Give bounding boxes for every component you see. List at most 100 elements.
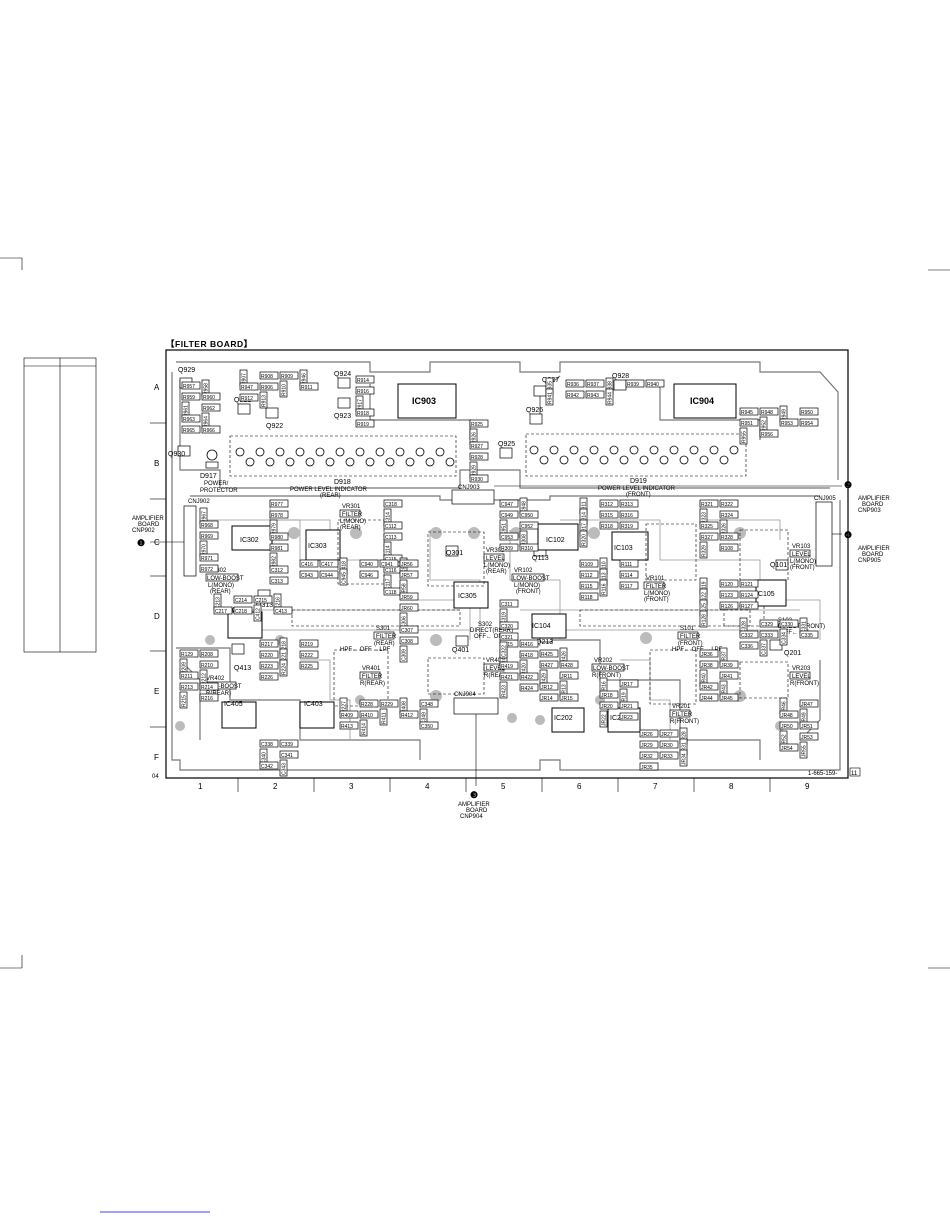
part-body	[319, 570, 339, 579]
svg-text:HPF← OFF →LPF: HPF← OFF →LPF	[340, 647, 391, 653]
part-label: JR55	[802, 745, 808, 757]
part-body	[199, 693, 219, 702]
svg-text:(FRONT): (FRONT)	[790, 565, 815, 571]
cnj902-label: CNJ902	[188, 499, 210, 505]
part-body	[565, 390, 585, 399]
led	[325, 457, 335, 467]
led	[639, 455, 649, 465]
q101-label: Q101	[770, 562, 787, 569]
part-label: C306	[402, 616, 408, 628]
part-label: R428	[561, 663, 573, 669]
part-body	[499, 661, 519, 670]
part-label: R220	[261, 653, 273, 659]
part-label: JR48	[781, 713, 793, 719]
part-label: R215	[182, 695, 188, 707]
svg-text:L(MONO): L(MONO)	[340, 519, 366, 525]
q301-label: Q301	[446, 550, 463, 557]
row-label: C	[154, 538, 160, 547]
legend-table	[23, 357, 97, 653]
part-body	[739, 630, 759, 639]
part-label: C950	[521, 513, 533, 519]
part-label: R120	[721, 582, 733, 588]
part-body	[779, 743, 799, 752]
ic103-label: IC103	[614, 545, 633, 552]
part-label: R420	[522, 663, 528, 675]
part-label: R108	[721, 546, 733, 552]
svg-text:VR203: VR203	[792, 666, 811, 672]
part-label: R223	[261, 664, 273, 670]
part-body	[605, 388, 614, 406]
part-body	[253, 595, 273, 604]
part-label: R936	[567, 382, 579, 388]
svg-text:OFF← ON: OFF← ON	[780, 630, 809, 636]
part-body	[239, 382, 259, 391]
led	[265, 457, 275, 467]
part-label: R312	[601, 502, 613, 508]
part-label: R320	[582, 534, 588, 546]
part-label: JR37	[722, 651, 728, 663]
callout-cnp903: ❷ AMPLIFIER BOARD CNP903	[494, 480, 890, 514]
led-row-front	[525, 433, 747, 477]
part-label: C307	[401, 628, 413, 634]
part-body	[579, 581, 599, 590]
part-body	[399, 710, 419, 719]
part-label: JR59	[401, 595, 413, 601]
part-label: R950	[801, 410, 813, 416]
part-body	[739, 418, 759, 427]
row-labels: A B C D E F	[150, 383, 166, 762]
part-label: JR19	[622, 692, 628, 704]
part-body	[699, 660, 719, 669]
part-body	[279, 659, 288, 677]
part-label: C338	[261, 742, 273, 748]
part-label: R425	[541, 652, 553, 658]
led	[619, 455, 629, 465]
part-label: C336	[741, 644, 753, 650]
part-body	[619, 521, 639, 530]
part-label: R410	[361, 713, 373, 719]
col-label: 2	[273, 782, 278, 791]
part-label: C309	[402, 649, 408, 661]
part-label: C118	[385, 590, 397, 596]
part-label: R225	[301, 664, 313, 670]
svg-text:AMPLIFIER: AMPLIFIER	[132, 516, 164, 522]
part-body	[359, 719, 368, 737]
part-label: C319	[502, 612, 508, 624]
part-body	[399, 636, 419, 645]
part-body	[499, 599, 519, 608]
part-label: R930	[471, 477, 483, 483]
part-label: C335	[801, 633, 813, 639]
part-label: JR51	[801, 724, 813, 730]
part-body	[739, 601, 759, 610]
part-label: JR49	[802, 712, 808, 724]
part-body	[619, 499, 639, 508]
part-label: C418	[342, 561, 348, 573]
ic403-label: IC403	[304, 701, 323, 708]
part-label: C941	[381, 562, 393, 568]
d919-desc: POWER LEVEL INDICATOR	[598, 486, 676, 492]
part-label: R911	[301, 385, 313, 391]
part-body	[499, 532, 519, 541]
part-label: R960	[203, 395, 215, 401]
part-body	[269, 532, 289, 541]
part-body	[383, 521, 403, 530]
led	[719, 455, 729, 465]
part-label: R979	[272, 523, 278, 535]
part-label: C940	[361, 562, 373, 568]
part-label: C943	[301, 573, 313, 579]
part-label: R128	[702, 614, 708, 626]
part-label: R416	[521, 642, 533, 648]
part-body	[299, 570, 319, 579]
part-body	[699, 541, 708, 559]
svg-text:VR102: VR102	[514, 568, 533, 574]
part-label: R111	[621, 562, 632, 568]
part-body	[259, 672, 279, 681]
part-body	[199, 531, 219, 540]
part-body	[259, 639, 279, 648]
svg-text:R(FRONT): R(FRONT)	[790, 681, 819, 687]
part-label: R311	[582, 501, 588, 513]
part-body	[233, 595, 253, 604]
part-body	[279, 750, 299, 759]
part-body	[565, 379, 585, 388]
part-label: C218	[235, 609, 247, 615]
small-ics: IC302 IC303 IC305 IC304 IC405 IC403 IC10…	[221, 523, 787, 733]
